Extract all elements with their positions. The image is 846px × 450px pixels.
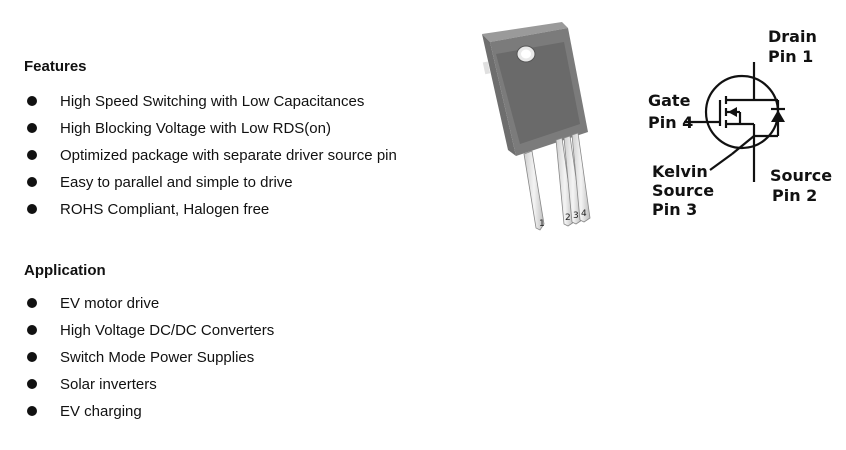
list-item-text: High Speed Switching with Low Capacitanc… [60, 93, 365, 110]
list-item: High Voltage DC/DC Converters [24, 317, 274, 344]
kelvin-pin-label: Pin 3 [652, 200, 697, 219]
bullet-icon [27, 379, 37, 389]
bullet-icon [27, 298, 37, 308]
features-list: High Speed Switching with Low Capacitanc… [24, 88, 397, 223]
list-item-text: Easy to parallel and simple to drive [60, 174, 293, 191]
list-item: High Speed Switching with Low Capacitanc… [24, 88, 397, 115]
bullet-icon [27, 177, 37, 187]
list-item-text: Optimized package with separate driver s… [60, 147, 397, 164]
pin-number-2: 2 [565, 213, 571, 223]
pin-number-3: 3 [573, 211, 579, 221]
pin-number-4: 4 [581, 209, 587, 219]
drain-label: Drain [768, 27, 817, 46]
to247-package-image: 1 2 3 4 [482, 22, 591, 231]
list-item-text: EV charging [60, 403, 142, 420]
application-list: EV motor drive High Voltage DC/DC Conver… [24, 290, 274, 425]
list-item-text: High Voltage DC/DC Converters [60, 322, 275, 339]
drain-pin-label: Pin 1 [768, 47, 813, 66]
kelvin-source-label: Source [652, 181, 714, 200]
bullet-icon [27, 123, 37, 133]
list-item-text: ROHS Compliant, Halogen free [60, 201, 270, 218]
bullet-icon [27, 96, 37, 106]
source-pin-label: Pin 2 [772, 186, 817, 205]
pin-number-1: 1 [539, 219, 545, 229]
list-item-text: Switch Mode Power Supplies [60, 349, 255, 366]
list-item-text: High Blocking Voltage with Low RDS(on) [60, 120, 331, 137]
features-title: Features [24, 58, 87, 75]
list-item-text: EV motor drive [60, 295, 160, 312]
gate-pin-label: Pin 4 [648, 113, 693, 132]
bullet-icon [27, 406, 37, 416]
list-item: Easy to parallel and simple to drive [24, 169, 397, 196]
list-item: Solar inverters [24, 371, 274, 398]
list-item: ROHS Compliant, Halogen free [24, 196, 397, 223]
application-title: Application [24, 262, 106, 279]
list-item: Optimized package with separate driver s… [24, 142, 397, 169]
bullet-icon [27, 204, 37, 214]
source-label: Source [770, 166, 832, 185]
list-item: EV charging [24, 398, 274, 425]
gate-label: Gate [648, 91, 691, 110]
list-item-text: Solar inverters [60, 376, 157, 393]
list-item: Switch Mode Power Supplies [24, 344, 274, 371]
bullet-icon [27, 352, 37, 362]
kelvin-label: Kelvin [652, 162, 708, 181]
list-item: EV motor drive [24, 290, 274, 317]
list-item: High Blocking Voltage with Low RDS(on) [24, 115, 397, 142]
bullet-icon [27, 325, 37, 335]
mosfet-schematic-icon: Drain Pin 1 Gate Pin 4 Kelvin Source Pin… [648, 27, 832, 219]
bullet-icon [27, 150, 37, 160]
